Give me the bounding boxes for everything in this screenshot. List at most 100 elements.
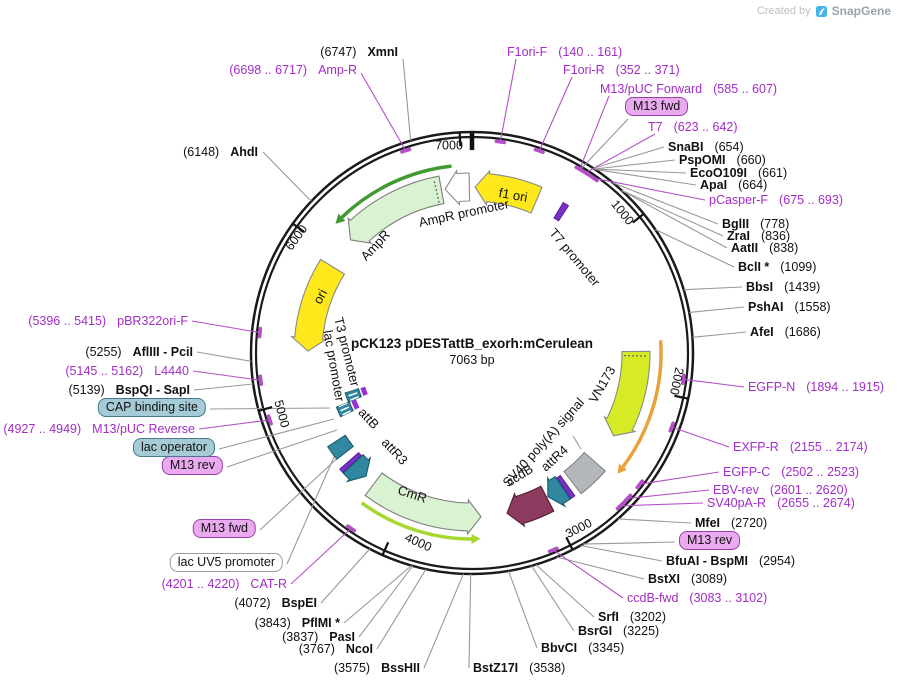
label-pbr322ori-f[interactable]: (5396 .. 5415)pBR322ori-F: [28, 314, 188, 328]
label-t7-primer[interactable]: T7(623 .. 642): [648, 120, 738, 134]
ori-label[interactable]: ori: [310, 287, 330, 307]
label-bsrgi[interactable]: BsrGI(3225): [578, 624, 659, 638]
label-pspomi[interactable]: PspOMI(660): [679, 153, 766, 167]
label-egfp-n[interactable]: EGFP-N(1894 .. 1915): [748, 380, 884, 394]
feature-ccdb[interactable]: [506, 485, 555, 528]
primer-mark-cat-r: [346, 524, 357, 533]
feature-attr4-strip[interactable]: [556, 474, 576, 500]
label-f1ori-r[interactable]: F1ori-R(352 .. 371): [563, 63, 680, 77]
attb-label[interactable]: attB: [355, 405, 382, 432]
label-bglii[interactable]: BglII(778): [722, 217, 789, 231]
plasmid-size: 7063 bp: [449, 353, 495, 367]
label-snabi-pos: (654): [714, 140, 744, 154]
feature-ampr-orf[interactable]: [340, 164, 452, 219]
label-zrai[interactable]: ZraI(836): [727, 229, 790, 243]
label-bbvci[interactable]: BbvCI(3345): [541, 641, 624, 655]
attr3-label[interactable]: attR3: [379, 435, 411, 468]
feature-sv40-pa-signal[interactable]: [563, 451, 607, 495]
label-m13puc-reverse[interactable]: (4927 .. 4949)M13/pUC Reverse: [3, 422, 195, 436]
feature-cmr[interactable]: [364, 472, 482, 536]
primer-mark-pbr322ori-f: [257, 326, 263, 339]
feature-lac-operator-strip[interactable]: [351, 399, 360, 410]
label-lac-operator-text: lac operator: [132, 438, 215, 457]
label-afei[interactable]: AfeI(1686): [750, 325, 821, 339]
label-bcli[interactable]: BclI *(1099): [738, 260, 816, 274]
feature-ampr-promoter[interactable]: [444, 168, 471, 207]
feature-attb[interactable]: [327, 434, 355, 460]
label-pflmi[interactable]: (3843)PflMI *: [255, 616, 340, 630]
label-f1ori-r-name: F1ori-R: [563, 63, 605, 77]
primer-mark-amp-r: [400, 147, 412, 154]
label-bbsi[interactable]: BbsI(1439): [746, 280, 820, 294]
feature-attr3[interactable]: [342, 453, 372, 483]
feature-ampr[interactable]: [347, 175, 445, 244]
label-m13-rev-right[interactable]: M13 rev: [679, 531, 741, 550]
label-apai[interactable]: ApaI(664): [700, 178, 767, 192]
label-bspqi-sapi[interactable]: (5139)BspQI - SapI: [69, 383, 190, 397]
label-afei-pos: (1686): [784, 325, 821, 339]
callout-line-ebv-rev: [627, 489, 710, 499]
feature-cap-site-strip[interactable]: [360, 386, 368, 396]
label-xmni[interactable]: (6747)XmnI: [320, 45, 398, 59]
vn173-label[interactable]: VN173: [586, 364, 619, 406]
label-cap-binding-site[interactable]: CAP binding site: [97, 398, 206, 417]
label-bspei[interactable]: (4072)BspEI: [234, 596, 317, 610]
label-bstxi-pos: (3089): [690, 572, 728, 586]
label-bstz17i-pos: (3538): [529, 661, 566, 675]
feature-f1-ori[interactable]: [474, 169, 543, 214]
label-bstxi[interactable]: BstXI(3089): [648, 572, 727, 586]
label-bstz17i[interactable]: BstZ17I(3538): [473, 661, 565, 675]
label-snabi[interactable]: SnaBI(654): [668, 140, 744, 154]
label-pcasper-f[interactable]: pCasper-F(675 .. 693): [709, 193, 843, 207]
feature-cmr-orf[interactable]: [360, 501, 472, 541]
callout-line-bbsi: [683, 286, 743, 291]
label-srfi[interactable]: SrfI(3202): [598, 610, 666, 624]
label-mfei[interactable]: MfeI(2720): [695, 516, 767, 530]
label-pshai[interactable]: PshAI(1558): [748, 300, 831, 314]
label-f1ori-f[interactable]: F1ori-F(140 .. 161): [507, 45, 622, 59]
label-zrai-pos: (836): [760, 229, 791, 243]
feature-vn173-orf[interactable]: [621, 340, 663, 468]
label-ebv-rev[interactable]: EBV-rev(2601 .. 2620): [713, 483, 848, 497]
label-pasi[interactable]: (3837)PasI: [282, 630, 355, 644]
feature-attr4[interactable]: [547, 475, 572, 508]
label-lac-operator[interactable]: lac operator: [132, 438, 215, 457]
label-m13-fwd-bottom[interactable]: M13 fwd: [192, 519, 256, 538]
label-exfp-r[interactable]: EXFP-R(2155 .. 2174): [733, 440, 868, 454]
label-ccdb-fwd[interactable]: ccdB-fwd(3083 .. 3102): [627, 591, 767, 605]
label-amp-r[interactable]: (6698 .. 6717)Amp-R: [229, 63, 357, 77]
callout-line-bbvci: [507, 570, 538, 649]
feature-t3-promoter-glyph[interactable]: [344, 388, 362, 403]
label-l4440[interactable]: (5145 .. 5162)L4440: [65, 364, 189, 378]
feature-vn173[interactable]: [603, 350, 651, 437]
label-egfp-c[interactable]: EGFP-C(2502 .. 2523): [723, 465, 859, 479]
label-bsshii[interactable]: (3575)BssHII: [334, 661, 420, 675]
label-bglii-pos: (778): [760, 217, 790, 231]
feature-t7-promoter-glyph[interactable]: [553, 201, 570, 222]
label-ahdi-name: AhdI: [230, 145, 258, 159]
label-ncoi[interactable]: (3767)NcoI: [299, 642, 373, 656]
label-sv40pa-r[interactable]: SV40pA-R(2655 .. 2674): [707, 496, 855, 510]
f1-ori-label[interactable]: f1 ori: [498, 185, 529, 205]
label-t7-primer-name: T7: [648, 120, 663, 134]
callout-line-ccdb-fwd: [552, 549, 624, 599]
label-mfei-pos: (2720): [731, 516, 768, 530]
label-ecoo109i[interactable]: EcoO109I(661): [690, 166, 787, 180]
callout-line-sv40pa-r: [620, 502, 704, 507]
label-m13puc-forward[interactable]: M13/pUC Forward(585 .. 607): [600, 82, 777, 96]
label-pbr322ori-f-name: pBR322ori-F: [117, 314, 188, 328]
label-bfuai-bspmi[interactable]: BfuAI - BspMI(2954): [666, 554, 795, 568]
label-bfuai-bspmi-name: BfuAI - BspMI: [666, 554, 748, 568]
label-m13-fwd-top[interactable]: M13 fwd: [625, 97, 689, 116]
label-cat-r[interactable]: (4201 .. 4220)CAT-R: [162, 577, 287, 591]
label-aatii[interactable]: AatII(838): [731, 241, 798, 255]
label-ahdi[interactable]: (6148)AhdI: [183, 145, 258, 159]
label-m13-rev-left[interactable]: M13 rev: [161, 456, 223, 475]
feature-attr3-strip[interactable]: [339, 451, 363, 474]
label-f1ori-f-name: F1ori-F: [507, 45, 548, 59]
label-lac-uv5-promoter[interactable]: lac UV5 promoter: [169, 553, 283, 572]
feature-ori[interactable]: [290, 258, 346, 352]
label-aflIII-pcii[interactable]: (5255)AflIII - PciI: [85, 345, 193, 359]
t7-promoter-label[interactable]: T7 promoter: [546, 225, 603, 289]
label-bbvci-name: BbvCI: [541, 641, 578, 655]
